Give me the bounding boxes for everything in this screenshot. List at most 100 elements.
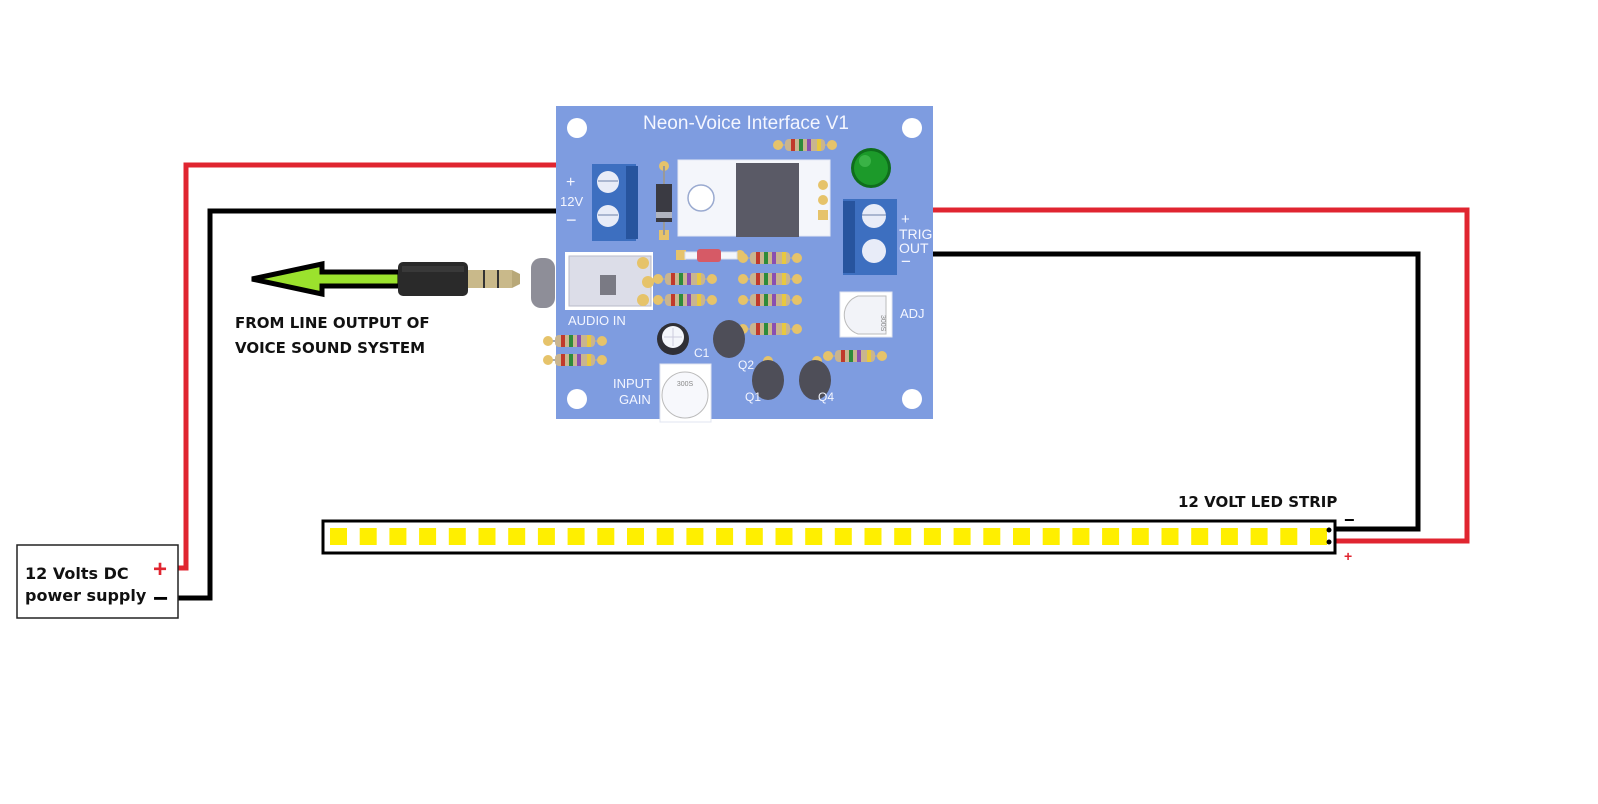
- audio-plug-tip: [468, 270, 512, 288]
- resistor: [653, 273, 717, 285]
- led-pad: [567, 528, 585, 545]
- wire-power-positive: [178, 162, 590, 571]
- audio-in-jack: AUDIO IN: [531, 252, 654, 328]
- audio-source: FROM LINE OUTPUT OF VOICE SOUND SYSTEM: [235, 260, 520, 357]
- resistors: [543, 139, 887, 366]
- led-pad: [1102, 528, 1120, 545]
- svg-text:−: −: [566, 210, 577, 230]
- power-supply-minus-terminal: −: [153, 583, 168, 613]
- voltage-regulator: [677, 159, 831, 237]
- led-pad: [1131, 528, 1149, 545]
- svg-text:INPUT: INPUT: [613, 376, 652, 391]
- resistor: [543, 335, 607, 347]
- led-pad: [419, 528, 437, 545]
- terminal-screw: [862, 204, 886, 228]
- diode: [656, 161, 672, 240]
- wire-trigger-positive: [898, 207, 1470, 544]
- resistor: [773, 139, 837, 151]
- transistor-q1: Q1: [745, 356, 784, 404]
- led-pad: [686, 528, 704, 545]
- led-pad: [1042, 528, 1060, 545]
- mounting-hole: [567, 389, 587, 409]
- capacitor-c1: C1: [657, 323, 710, 360]
- terminal-screw: [597, 171, 619, 193]
- led-pad: [1310, 528, 1327, 545]
- led-pad: [1280, 528, 1298, 545]
- power-supply-label-line1: 12 Volts DC: [25, 564, 129, 583]
- svg-text:TRIG: TRIG: [899, 226, 932, 242]
- svg-text:OUT: OUT: [899, 240, 929, 256]
- power-supply-box: [16, 544, 179, 619]
- led-pads: [330, 528, 1327, 545]
- trigger-terminal-block: + TRIG OUT −: [843, 199, 932, 275]
- svg-text:Q1: Q1: [745, 390, 761, 404]
- power-terminal-block: + 12V −: [560, 164, 638, 241]
- power-supply-label-line2: power supply: [25, 586, 147, 605]
- led-pad: [716, 528, 734, 545]
- led-pad: [894, 528, 912, 545]
- svg-text:300S: 300S: [677, 381, 694, 388]
- led-pad: [923, 528, 941, 545]
- svg-text:12V: 12V: [560, 194, 583, 209]
- led-pad: [656, 528, 674, 545]
- resistor: [738, 252, 802, 264]
- svg-text:C1: C1: [694, 346, 710, 360]
- indicator-led: [854, 151, 888, 185]
- svg-text:AUDIO IN: AUDIO IN: [568, 313, 626, 328]
- led-pad: [1013, 528, 1030, 545]
- power-supply-plus-terminal: +: [153, 556, 167, 583]
- led-pad: [775, 528, 793, 545]
- wire-trigger-negative: [898, 251, 1421, 532]
- led-pad: [1220, 528, 1238, 545]
- board-title: Neon-Voice Interface V1: [643, 113, 849, 134]
- led-pad: [478, 528, 496, 545]
- led-pad: [805, 528, 823, 545]
- signal-arrow-icon: [251, 260, 403, 298]
- transistor-q2: Q2: [713, 320, 754, 372]
- resistor: [823, 350, 887, 362]
- svg-text:−: −: [901, 252, 911, 271]
- svg-text:+: +: [566, 174, 575, 191]
- svg-text:Q2: Q2: [738, 358, 754, 372]
- led-pad: [359, 528, 377, 545]
- led-pad: [834, 528, 852, 545]
- led-pad: [389, 528, 407, 545]
- led-pad: [1250, 528, 1268, 545]
- mounting-hole: [902, 389, 922, 409]
- pcb-board: Neon-Voice Interface V1 + 12V −: [531, 106, 933, 423]
- mounting-hole: [567, 118, 587, 138]
- svg-text:Q4: Q4: [818, 390, 834, 404]
- led-pad: [448, 528, 466, 545]
- led-pad: [627, 528, 644, 545]
- led-strip-label: 12 VOLT LED STRIP: [1178, 493, 1337, 511]
- led-strip: 12 VOLT LED STRIP − +: [321, 493, 1355, 564]
- resistor: [543, 354, 607, 366]
- audio-source-label-line2: VOICE SOUND SYSTEM: [235, 339, 425, 357]
- svg-text:+: +: [901, 211, 910, 228]
- adj-trimmer: 300S ADJ: [839, 291, 925, 338]
- resistor: [738, 294, 802, 306]
- resistor: [653, 294, 717, 306]
- led-pad: [1161, 528, 1179, 545]
- mounting-hole: [902, 118, 922, 138]
- led-pad: [864, 528, 882, 545]
- input-gain-trimmer: 300S INPUT GAIN: [613, 363, 712, 423]
- power-supply: 12 Volts DC power supply + −: [16, 544, 179, 619]
- audio-source-label-line1: FROM LINE OUTPUT OF: [235, 314, 430, 332]
- led-strip-body: [321, 519, 1337, 555]
- svg-text:300S: 300S: [879, 315, 886, 332]
- led-strip-minus-terminal: −: [1344, 510, 1355, 530]
- svg-text:ADJ: ADJ: [900, 306, 925, 321]
- resistor: [738, 273, 802, 285]
- terminal-screw: [862, 239, 886, 263]
- resistor: [738, 323, 802, 335]
- led-pad: [745, 528, 763, 545]
- transistor-q4: Q4: [799, 356, 834, 404]
- led-pad: [537, 528, 555, 545]
- led-strip-plus-terminal: +: [1344, 548, 1352, 564]
- wire-power-negative: [178, 208, 590, 601]
- led-pad: [983, 528, 1001, 545]
- led-pad: [330, 528, 347, 545]
- terminal-screw: [597, 205, 619, 227]
- led-pad: [953, 528, 971, 545]
